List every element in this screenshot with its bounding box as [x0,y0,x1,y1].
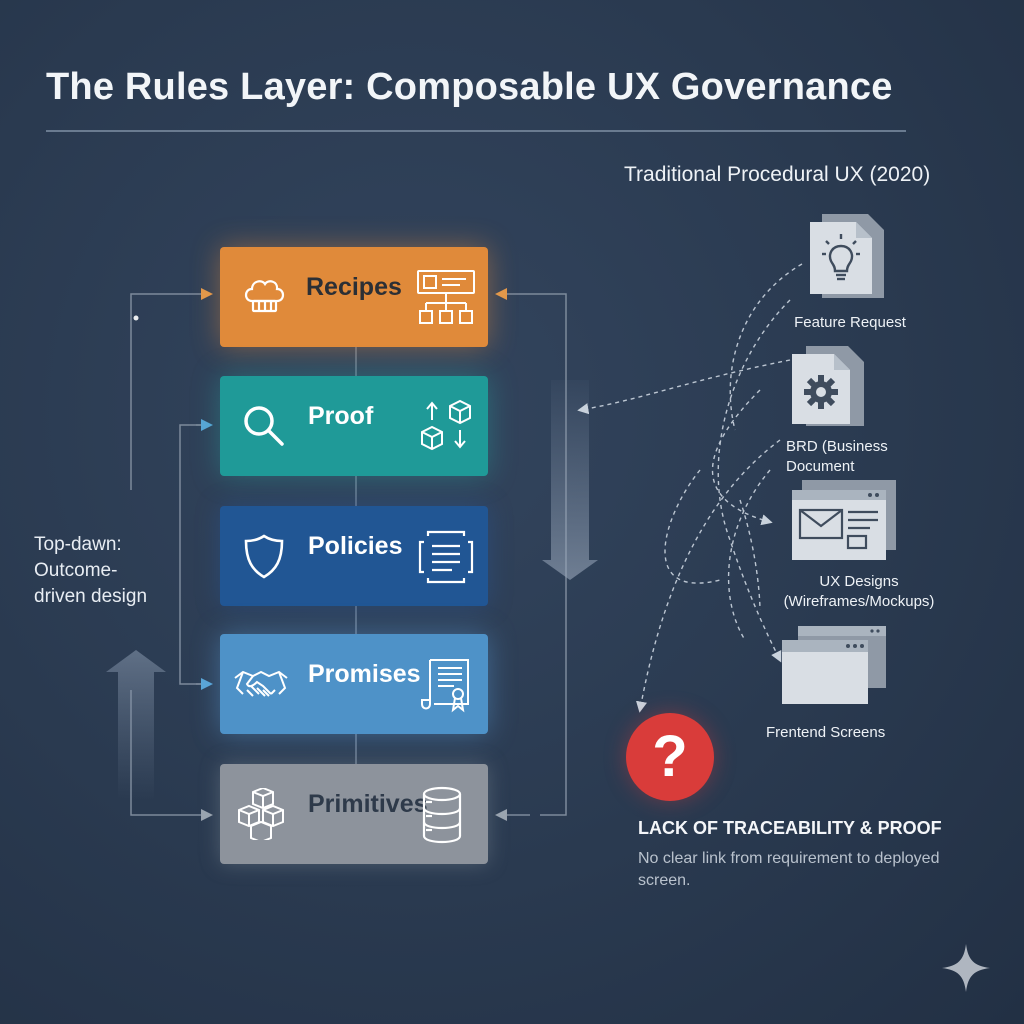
flowchart-icon [417,270,475,324]
chef-hat-icon [244,280,285,313]
problem-description: No clear link from requirement to deploy… [638,850,940,889]
shield-icon [244,534,284,579]
layer-proof: Proof [220,376,488,476]
question-mark-icon: ? [626,713,714,801]
problem-title: LACK OF TRACEABILITY & PROOF [638,818,942,838]
layer-recipes: Recipes [220,247,488,347]
brd-caption: BRD (Business Document [786,438,888,475]
browser-screens-icon [782,626,886,704]
document-lines-icon [418,530,474,584]
layer-policies: Policies [220,506,488,606]
frontend-screens-caption: Frentend Screens [766,724,886,741]
cubes-arrows-icon [421,399,471,451]
layer-label-promises: Promises [308,660,421,688]
feature-request-caption: Feature Request [794,314,906,331]
side-note: Top-dawn: Outcome- driven design [34,534,148,607]
database-icon [422,786,462,844]
layer-label-policies: Policies [308,532,403,560]
layer-primitives: Primitives [220,764,488,864]
layer-label-primitives: Primitives [308,790,428,818]
ux-designs-caption: UX Designs (Wireframes/Mockups) [783,573,935,610]
handshake-icon [234,670,288,697]
wireframe-window-icon [792,480,896,560]
page-title: The Rules Layer: Composable UX Governanc… [46,66,893,108]
lightbulb-document-icon [810,214,884,298]
traditional-title: Traditional Procedural UX (2020) [624,163,931,186]
magnifier-icon [244,406,284,446]
title-divider [46,130,906,132]
sparkle-icon [942,944,990,992]
blocks-icon [238,788,284,840]
layer-label-proof: Proof [308,402,374,430]
layer-promises: Promises [220,634,488,734]
gear-document-icon [792,346,864,426]
layer-label-recipes: Recipes [306,273,402,301]
certificate-icon [421,659,469,713]
